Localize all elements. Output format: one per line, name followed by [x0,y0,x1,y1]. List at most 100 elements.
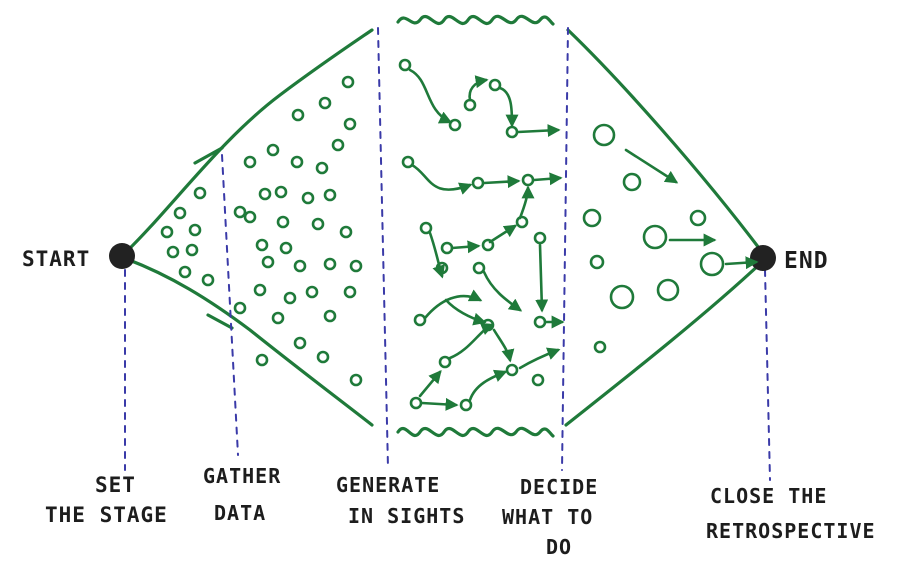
small-circle [463,98,477,112]
small-circle [323,309,337,323]
small-circle [589,254,605,270]
flow-arrow [420,397,459,411]
small-circle [279,241,293,255]
small-circle [341,75,355,89]
small-circle [472,261,486,275]
small-circle [459,398,473,412]
flow-arrow [624,148,679,184]
flow-arrow [492,328,515,363]
flow-arrow [518,347,561,370]
small-circle [349,259,363,273]
small-circle [609,284,635,310]
diamond-outline [122,14,764,438]
flow-arrow [428,231,445,279]
small-circle [323,188,337,202]
small-circle [185,243,199,257]
small-circle [339,225,353,239]
small-circle [438,355,452,369]
small-circle [261,255,275,269]
small-circle [233,301,247,315]
small-circle [166,245,180,259]
small-circle [283,291,297,305]
phase-label-close-the-retrospective: CLOSE THE RETROSPECTIVE [706,484,876,543]
flow-arrow [535,243,549,313]
phase-label-line: GATHER [203,464,281,488]
end-node [750,245,776,271]
small-circle [323,257,337,271]
phase-label-gather-data: GATHER DATA [203,464,281,525]
small-circle [642,224,668,250]
small-circle [419,221,433,235]
small-circle [305,285,319,299]
small-circle [699,251,725,277]
small-circle [266,143,280,157]
small-circle [301,191,315,205]
small-circle [409,396,423,410]
flow-arrow [423,289,483,320]
small-circle [448,118,462,132]
flow-arrow [450,240,481,254]
phase-label-line: DO [546,535,572,559]
phase-label-generate-insights: GENERATE IN SIGHTS [336,473,465,528]
small-circle [274,185,288,199]
decide-circles [582,123,759,354]
generate-insights-flows [398,58,565,412]
phase-dividers [124,27,771,481]
small-circle [343,285,357,299]
small-circle [343,117,357,131]
small-circle [592,123,616,147]
phase-label-line: GENERATE [336,473,440,497]
gather-data-circles [160,75,363,387]
small-circle [291,108,305,122]
flow-arrow [408,68,453,124]
small-circle [401,155,415,169]
small-circle [173,206,187,220]
flow-arrow [468,369,508,402]
start-label: START [22,247,90,271]
flow-arrow [448,323,495,360]
small-circle [349,373,363,387]
phase-label-line: WHAT TO [502,505,593,529]
small-circle [505,363,519,377]
small-circle [255,353,269,367]
small-circle [193,186,207,200]
small-circle [593,340,607,354]
small-circle [315,161,329,175]
small-circle [316,350,330,364]
small-circle [689,209,707,227]
flow-arrow [482,270,523,312]
phase-label-line: THE STAGE [45,503,168,527]
small-circle [276,215,290,229]
phase-label-line: DATA [214,501,266,525]
flow-arrow [498,86,519,128]
phase-label-line: SET [95,473,136,497]
phase-label-line: CLOSE THE [710,484,827,508]
small-circle [293,259,307,273]
flow-arrow [724,256,759,270]
flow-arrow [444,298,487,326]
end-label: END [784,248,829,274]
phase-label-line: RETROSPECTIVE [706,519,876,543]
phase-label-set-the-stage: SET THE STAGE [45,473,168,527]
phase-label-decide-what-to-do: DECIDE WHAT TO DO [502,475,598,559]
small-circle [255,238,269,252]
flow-arrow [468,75,489,102]
small-circle [481,238,495,252]
small-circle [515,215,529,229]
small-circle [188,223,202,237]
small-circle [178,265,192,279]
small-circle [521,173,535,187]
small-circle [318,96,332,110]
flow-arrow [488,224,518,244]
small-circle [622,172,642,192]
phase-label-line: IN SIGHTS [348,504,465,528]
small-circle [243,210,257,224]
small-circle [533,315,547,329]
flow-arrow [532,172,563,186]
small-circle [488,78,502,92]
small-circle [243,155,257,169]
small-circle [505,125,519,139]
phase-label-line: DECIDE [520,475,598,499]
flow-arrow [518,185,535,220]
